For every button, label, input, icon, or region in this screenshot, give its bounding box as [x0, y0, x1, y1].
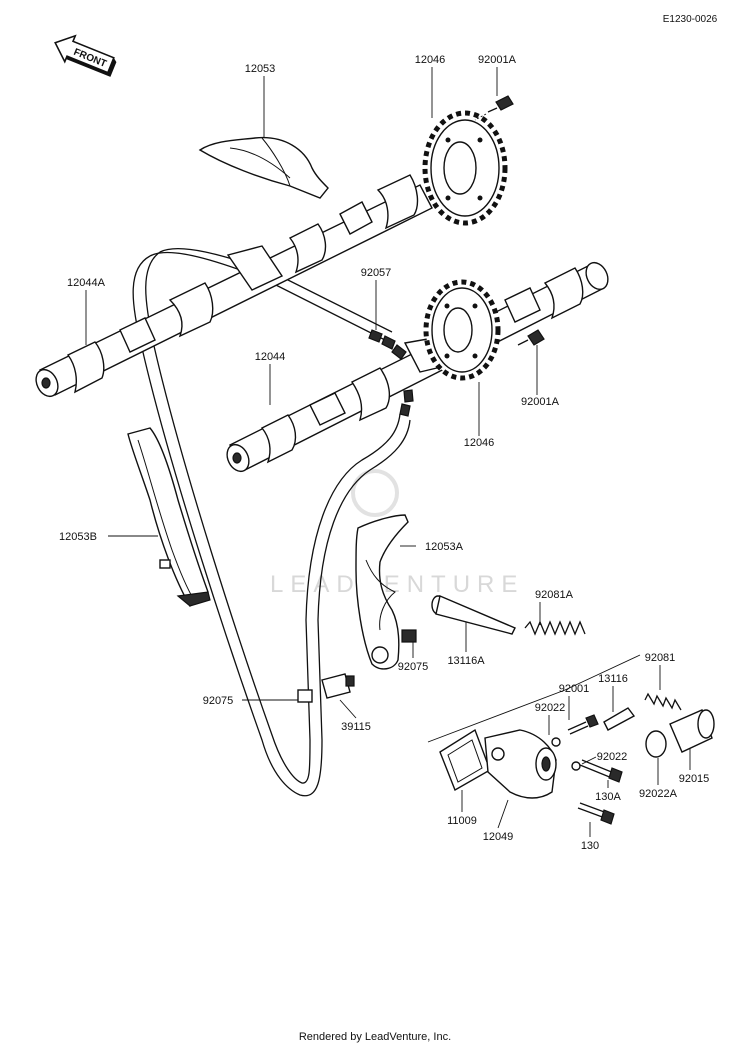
- part-label: 130A: [595, 791, 621, 803]
- chain-guide-12053b: [127, 427, 211, 608]
- part-label: 12053: [245, 63, 276, 75]
- part-label: 11009: [447, 815, 477, 827]
- part-label: 92081A: [535, 589, 574, 601]
- bolt-130: [577, 802, 615, 825]
- gasket-11009: [439, 728, 491, 792]
- pad-92075-left: [297, 689, 313, 703]
- part-label: 92057: [361, 267, 392, 279]
- part-label: 12046: [464, 437, 495, 449]
- leader-lines: [85, 67, 691, 837]
- spring-92081a: [524, 620, 586, 636]
- pivot-39115: [321, 673, 355, 699]
- bolt-92001a-upper: [474, 95, 514, 121]
- part-label: 92022: [535, 702, 566, 714]
- part-label: 12049: [483, 831, 514, 843]
- part-label: 92001A: [478, 54, 517, 66]
- tensioner-body-12049: [484, 729, 557, 799]
- bolt-92001: [567, 714, 599, 735]
- part-label: 13116: [598, 673, 628, 685]
- bolt-130a: [579, 759, 623, 783]
- watermark-logo: [351, 469, 399, 517]
- sprocket-lower-12046: [423, 279, 501, 381]
- oring-92022a: [645, 730, 667, 758]
- bolt-92001a-lower: [517, 329, 545, 346]
- pushrod-13116a: [431, 595, 516, 635]
- washer-92022-lower: [571, 761, 581, 771]
- part-label: 130: [581, 840, 599, 852]
- front-arrow-shape: [54, 34, 115, 74]
- part-label: 92081: [645, 652, 676, 664]
- part-label: 92001: [559, 683, 590, 695]
- cap-92015: [669, 709, 715, 753]
- cam-cover-12053: [198, 136, 329, 199]
- part-label: 92075: [203, 695, 234, 707]
- part-label: 39115: [341, 721, 371, 733]
- spring-92081: [644, 692, 682, 711]
- camshaft-upper-12044a: [35, 174, 433, 398]
- part-label: 12046: [415, 54, 446, 66]
- part-label: 12053A: [425, 541, 464, 553]
- part-label: 92075: [398, 661, 429, 673]
- part-label: 12044: [255, 351, 286, 363]
- part-label: 12044A: [67, 277, 106, 289]
- group-bracket: [427, 654, 641, 743]
- pushrod-13116: [603, 707, 636, 731]
- sprocket-upper-12046: [422, 110, 508, 226]
- diagram-reference: E1230-0026: [663, 14, 718, 25]
- part-labels: 12053 12046 92001A 12044A 92057 12044 92…: [59, 54, 709, 852]
- camshaft-lower-12044: [226, 261, 609, 473]
- washer-92022-upper: [551, 737, 561, 747]
- part-label: 92001A: [521, 396, 560, 408]
- part-label: 92015: [679, 773, 710, 785]
- part-label: 92022: [597, 751, 628, 763]
- front-direction-arrow: FRONT: [54, 34, 117, 77]
- part-label: 92022A: [639, 788, 678, 800]
- part-label: 12053B: [59, 531, 97, 543]
- front-arrow-shadow: [65, 56, 117, 77]
- tensioner-arm-12053a: [355, 514, 417, 670]
- part-label: 13116A: [447, 655, 485, 667]
- footer-credit: Rendered by LeadVenture, Inc.: [299, 1031, 451, 1043]
